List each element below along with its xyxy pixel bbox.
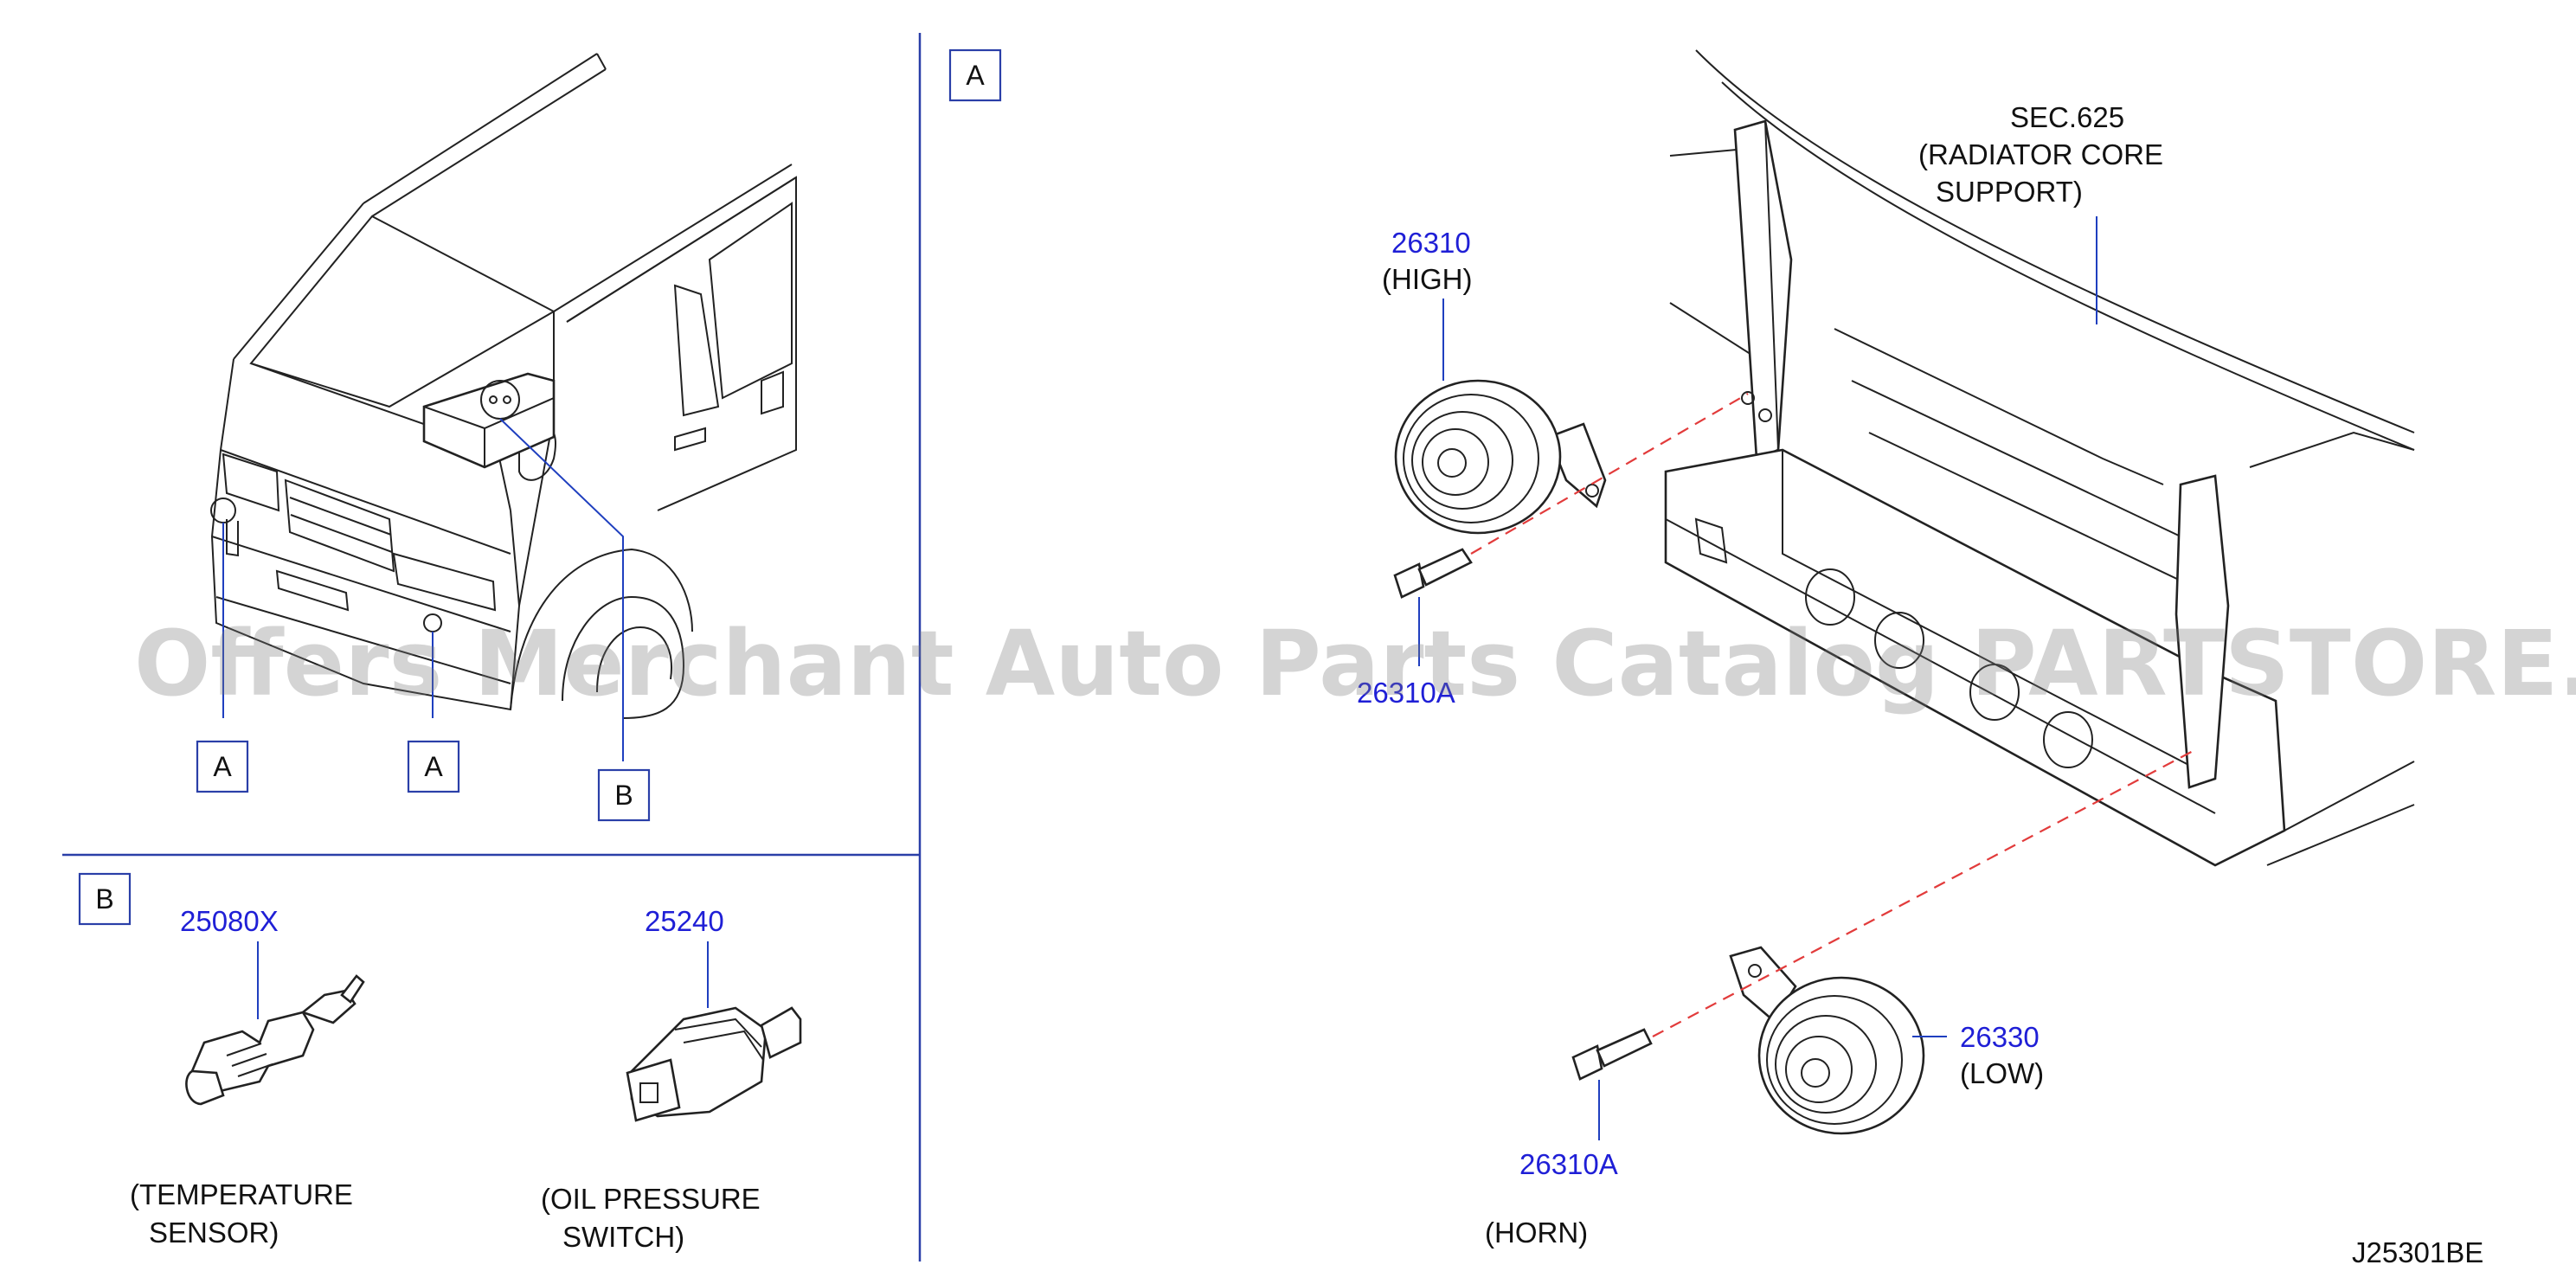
radiator-support-label-3: SUPPORT) [1936, 176, 2083, 208]
low-horn-qualifier: (LOW) [1960, 1057, 2044, 1089]
oil-pressure-switch-caption-1: (OIL PRESSURE [541, 1183, 761, 1215]
part-number-26310a-lower[interactable]: 26310A [1519, 1148, 1618, 1180]
ref-box-b: B [597, 768, 651, 822]
high-horn-guide-line [1470, 393, 1749, 555]
svg-text:A: A [213, 751, 232, 782]
ref-box-a-center: A [407, 740, 460, 793]
part-number-26310a-upper[interactable]: 26310A [1357, 677, 1455, 709]
low-horn-drawing [1571, 946, 1947, 1140]
part-number-26310[interactable]: 26310 [1391, 227, 1471, 259]
section-b-box: B [78, 872, 132, 926]
low-horn-guide-line [1652, 748, 2199, 1037]
radiator-support-label-2: (RADIATOR CORE [1918, 138, 2163, 170]
part-number-26330[interactable]: 26330 [1960, 1021, 2040, 1053]
temperature-sensor-drawing [185, 941, 365, 1106]
high-horn-drawing [1393, 299, 1607, 666]
part-number-25080x[interactable]: 25080X [180, 905, 279, 937]
svg-text:B: B [95, 883, 113, 915]
svg-text:A: A [424, 751, 443, 782]
svg-text:B: B [614, 780, 633, 811]
high-horn-qualifier: (HIGH) [1382, 263, 1472, 295]
radiator-support-label-1: SEC.625 [2010, 101, 2124, 133]
diagram-code: J25301BE [2352, 1236, 2483, 1268]
svg-text:A: A [966, 60, 985, 91]
temperature-sensor-caption-2: SENSOR) [149, 1217, 279, 1249]
part-number-25240[interactable]: 25240 [645, 905, 724, 937]
oil-pressure-switch-caption-2: SWITCH) [562, 1221, 684, 1253]
ref-box-a-left: A [196, 740, 249, 793]
vehicle-illustration [210, 53, 797, 761]
section-a-box: A [948, 48, 1002, 102]
temperature-sensor-caption-1: (TEMPERATURE [130, 1178, 353, 1210]
watermark: Offers Merchant Auto Parts Catalog PARTS… [134, 611, 2576, 716]
oil-pressure-switch-drawing [626, 941, 802, 1122]
radiator-core-support-drawing [1664, 49, 2415, 867]
horn-caption: (HORN) [1485, 1217, 1588, 1249]
